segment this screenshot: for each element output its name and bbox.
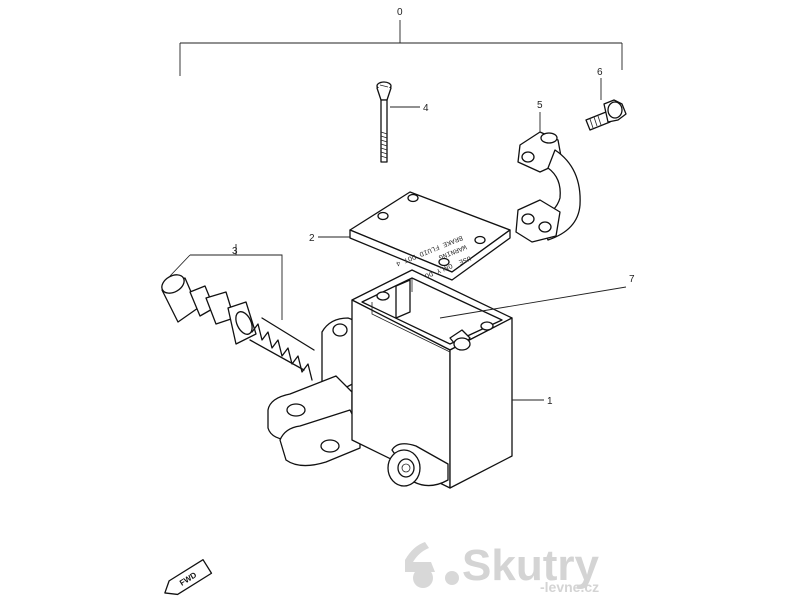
callout-2: 2: [309, 233, 315, 244]
scooter-logo-icon: [405, 542, 459, 588]
watermark-brand: Skutry: [462, 541, 599, 590]
part-holder-bolt: [585, 78, 627, 131]
callout-7: 7: [629, 274, 635, 285]
part-cap-screw: [376, 81, 420, 163]
spring: [249, 317, 315, 381]
part-holder: [515, 112, 581, 243]
part-cap: USE ONLY DOT 4 WARNING BRAKE FLUID DOT 4: [318, 191, 511, 284]
callout-1: 1: [547, 396, 553, 407]
callout-3: 3: [232, 246, 238, 257]
callout-5: 5: [537, 100, 543, 111]
part-piston: [161, 244, 315, 381]
diaphragm-leader: [439, 286, 627, 319]
part-body: [267, 269, 544, 489]
callout-4: 4: [423, 103, 429, 114]
callout-0: 0: [397, 7, 403, 18]
assembly-bracket: [179, 20, 623, 76]
fwd-arrow-icon: FWD: [164, 559, 213, 596]
watermark: Skutry -levne.cz: [405, 541, 599, 595]
watermark-domain: -levne.cz: [540, 579, 599, 595]
callout-6: 6: [597, 67, 603, 78]
